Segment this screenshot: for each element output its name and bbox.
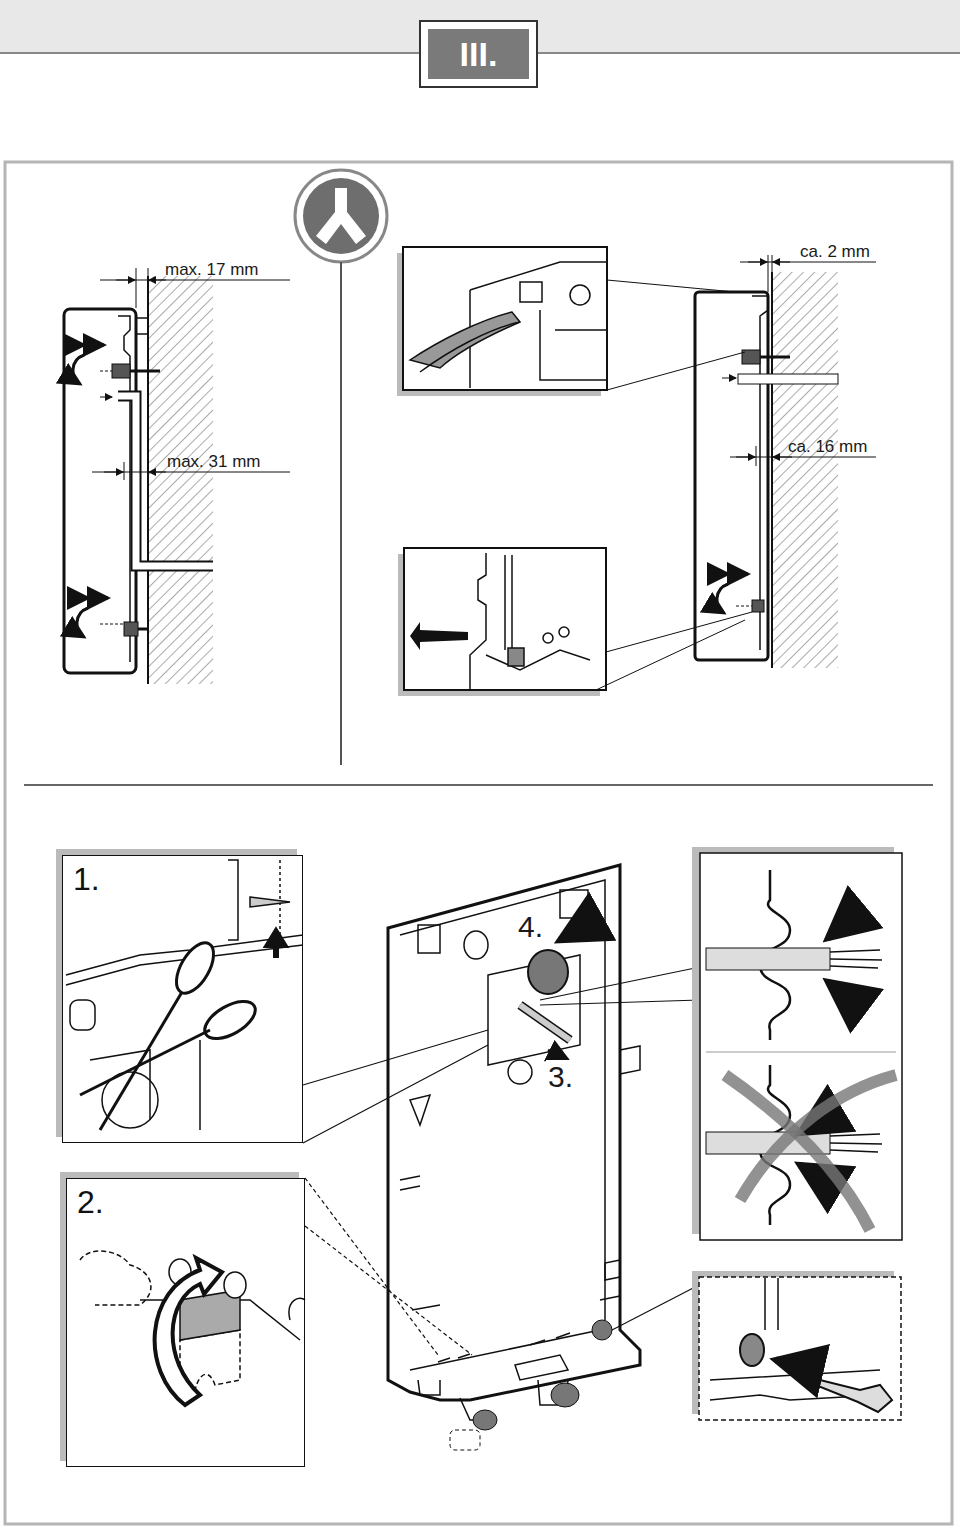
callout-number: 4. [516,910,545,943]
step-number: 1. [73,862,100,897]
section-number: III. [428,29,529,79]
section-badge: III. [419,20,538,88]
callout-number: 3. [546,1060,575,1093]
dimension-label: ca. 2 mm [800,243,870,262]
step-panel: 2. [66,1178,305,1467]
step-number: 2. [77,1185,104,1220]
dimension-label: max. 31 mm [167,453,261,472]
dimension-label: max. 17 mm [165,261,259,280]
dimension-label: ca. 16 mm [788,438,867,457]
step-panel: 1. [62,855,303,1143]
